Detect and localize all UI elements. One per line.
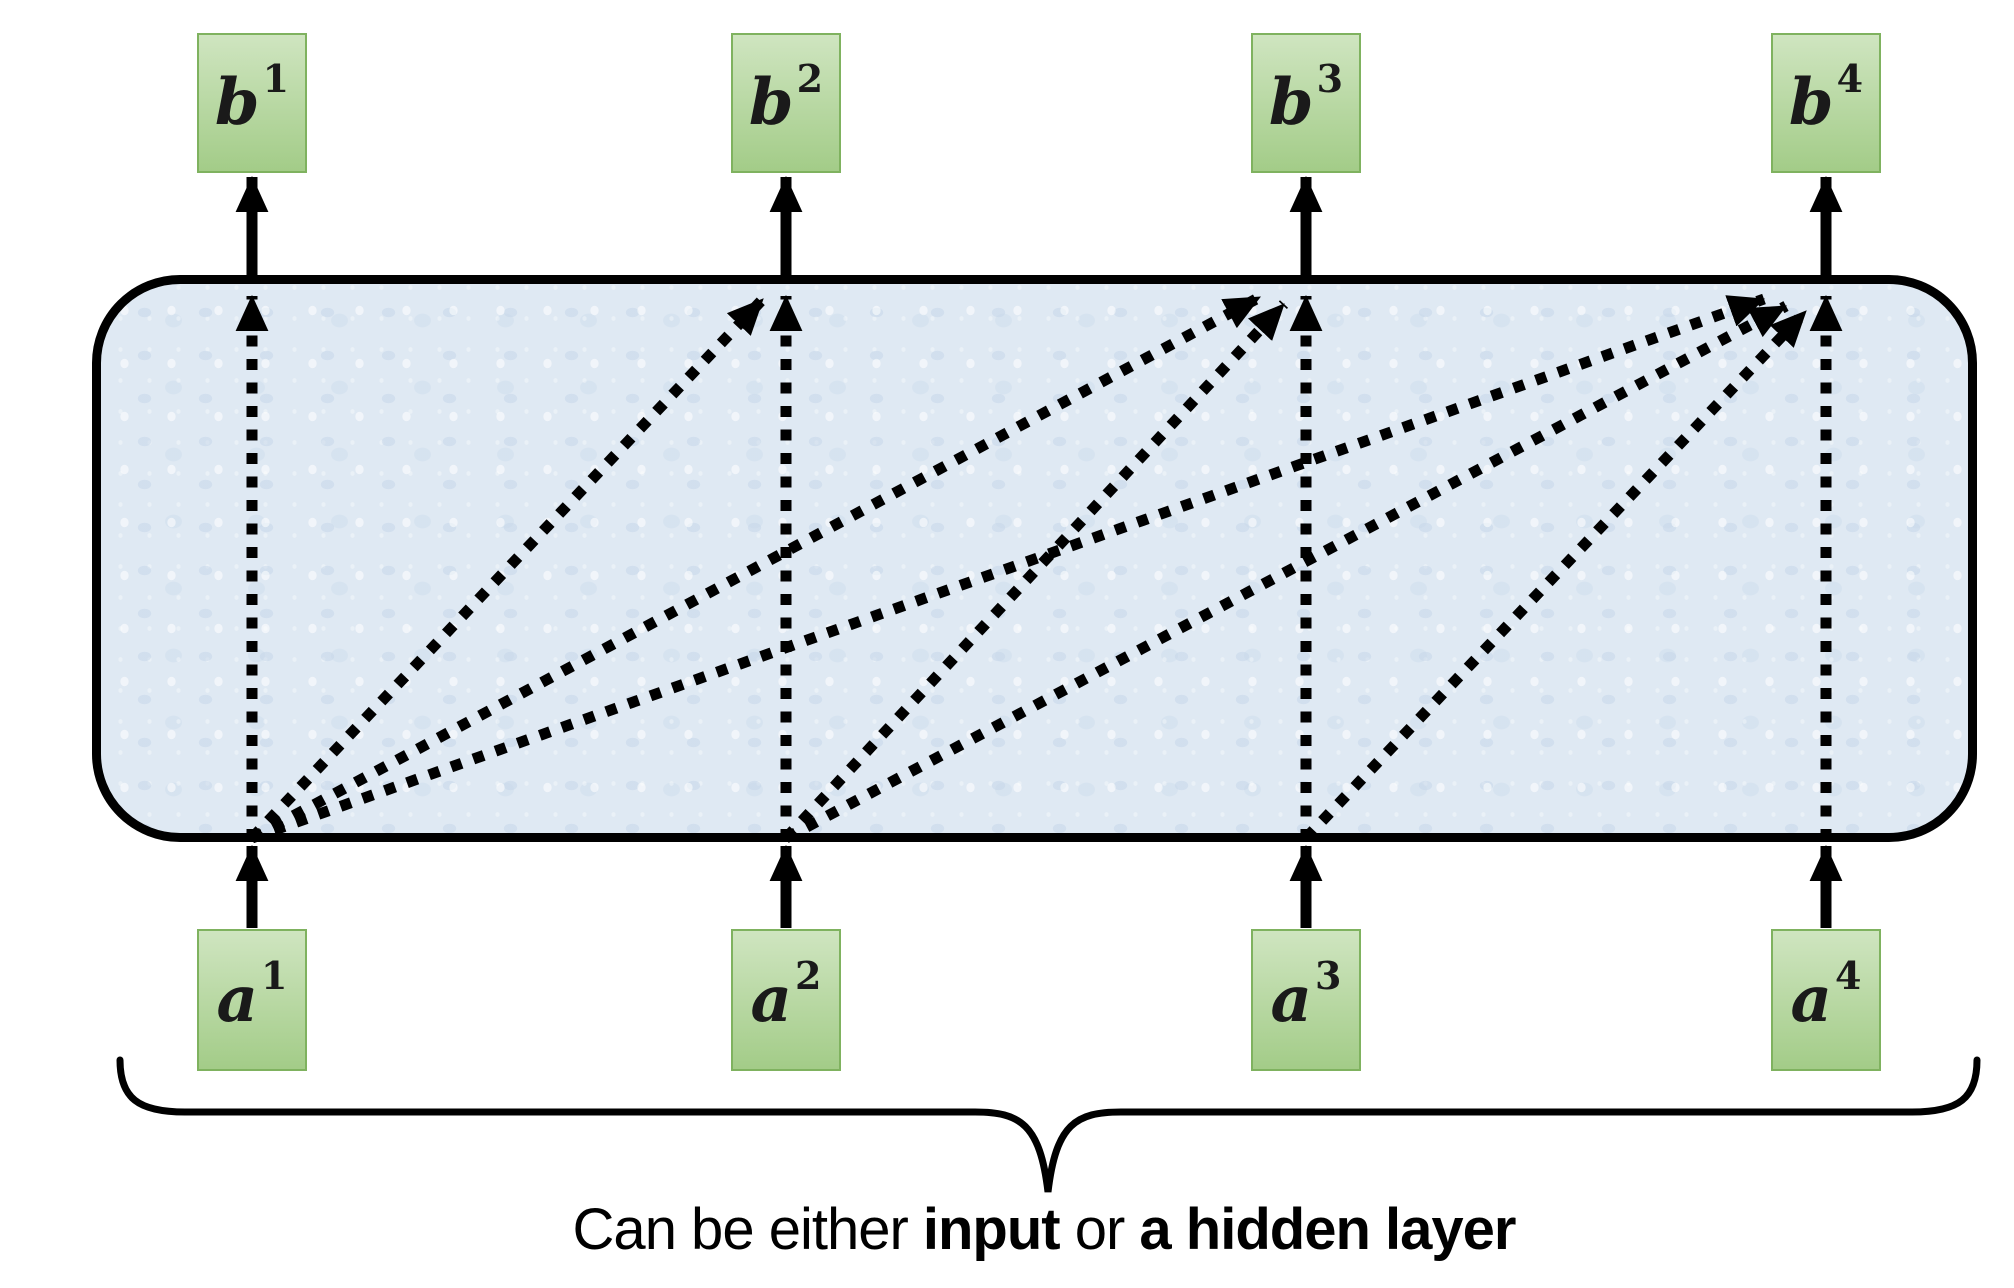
node-a2-label: a — [750, 962, 792, 1037]
node-b1-superscript: 1 — [262, 56, 290, 101]
attn-arrow-a3-b4 — [1302, 307, 1810, 842]
caption-text-plain-2: or — [1059, 1197, 1140, 1262]
attn-arrow-a1-b3 — [249, 292, 1263, 843]
node-a3-label: a — [1270, 962, 1312, 1037]
caption: Can be either input or a hidden layer — [572, 1196, 1517, 1263]
caption-text-plain-1: Can be either — [572, 1197, 923, 1262]
node-a1-label: a — [216, 962, 258, 1037]
attn-arrow-a1-b4 — [250, 293, 1766, 844]
attn-arrow-a1-b2 — [248, 295, 767, 842]
node-a3-superscript: 3 — [1315, 953, 1342, 998]
node-a4-superscript: 4 — [1835, 953, 1862, 998]
node-a4-label: a — [1790, 962, 1832, 1037]
node-b1-label: b — [214, 65, 260, 140]
node-b4-label: b — [1788, 65, 1834, 140]
attn-arrow-a2-b3 — [781, 300, 1289, 842]
node-b3-label: b — [1268, 65, 1314, 140]
node-a1-superscript: 1 — [261, 953, 288, 998]
node-b3-superscript: 3 — [1316, 56, 1344, 101]
node-b2-label: b — [748, 65, 794, 140]
caption-text-bold-1: input — [922, 1197, 1061, 1262]
node-a2-superscript: 2 — [795, 953, 822, 998]
brace — [116, 1056, 1981, 1193]
node-b2-superscript: 2 — [796, 56, 824, 101]
attn-arrow-a2-b4 — [783, 301, 1789, 843]
node-b4-superscript: 4 — [1836, 56, 1864, 101]
caption-text-bold-2: a hidden layer — [1139, 1197, 1516, 1262]
